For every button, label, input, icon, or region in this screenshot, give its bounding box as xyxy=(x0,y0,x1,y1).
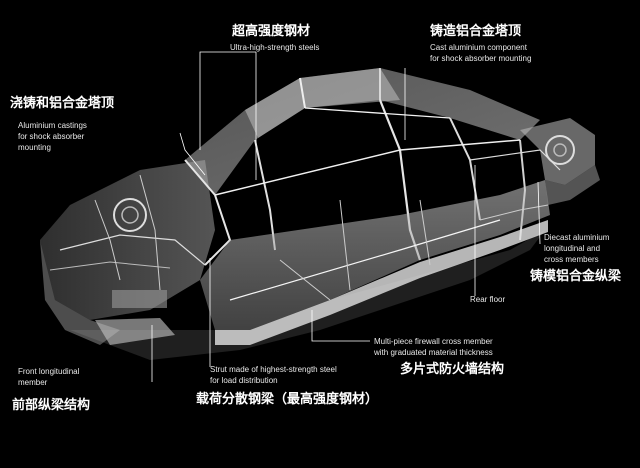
label-front-longitudinal-en: Front longitudinal member xyxy=(18,367,80,387)
label-cast-aluminium-component: 铸造铝合金塔顶 Cast aluminium component for sho… xyxy=(430,24,531,64)
label-diecast-aluminium: Diecast aluminium longitudinal and cross… xyxy=(530,232,621,285)
label-diecast-aluminium-en: Diecast aluminium longitudinal and cross… xyxy=(544,233,610,264)
leader-lines xyxy=(151,51,541,382)
label-firewall-cn: 多片式防火墙结构 xyxy=(400,362,505,377)
label-ultra-high-strength-steels: 超高强度钢材 Ultra-high-strength steels xyxy=(230,24,320,53)
label-strut-cn: 载荷分散钢梁（最高强度钢材） xyxy=(196,392,379,407)
label-front-longitudinal-cn: 前部纵梁结构 xyxy=(12,398,91,413)
label-front-longitudinal: Front longitudinal member 前部纵梁结构 xyxy=(12,366,90,414)
label-rear-floor-en: Rear floor xyxy=(470,295,506,304)
rear-structure xyxy=(469,118,600,221)
label-strut-en: Strut made of highest-strength steel for… xyxy=(210,365,337,385)
label-cast-aluminium-cn: 铸造铝合金塔顶 xyxy=(430,24,522,39)
label-cast-aluminium-en: Cast aluminium component for shock absor… xyxy=(430,43,532,63)
label-ultra-high-strength-en: Ultra-high-strength steels xyxy=(230,43,320,52)
label-aluminium-castings: 浇铸和铝合金塔顶 Aluminium castings for shock ab… xyxy=(10,96,114,153)
cabin-structure xyxy=(184,68,540,266)
label-rear-floor: Rear floor xyxy=(470,294,505,305)
body-side xyxy=(200,180,550,345)
label-diecast-aluminium-cn: 铸模铝合金纵梁 xyxy=(530,269,622,284)
underbody xyxy=(70,230,545,360)
label-aluminium-castings-cn: 浇铸和铝合金塔顶 xyxy=(10,96,115,111)
label-firewall-cross-member: Multi-piece firewall cross member with g… xyxy=(374,336,504,378)
label-strut-highest-strength: Strut made of highest-strength steel for… xyxy=(196,364,378,408)
label-aluminium-castings-en: Aluminium castings for shock absorber mo… xyxy=(18,121,87,152)
label-ultra-high-strength-cn: 超高强度钢材 xyxy=(232,24,311,39)
front-structure xyxy=(40,160,215,345)
label-firewall-en: Multi-piece firewall cross member with g… xyxy=(374,337,493,357)
